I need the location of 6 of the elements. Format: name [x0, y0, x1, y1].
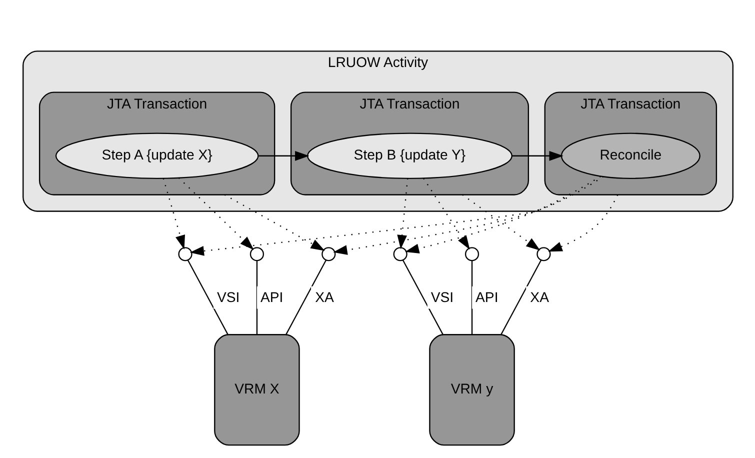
edge-label: XA [530, 288, 548, 304]
edge-label: API [260, 288, 283, 304]
edge-label: VSI [216, 288, 240, 304]
edge-label: VSI [430, 288, 454, 304]
edge-label: XA [314, 288, 334, 304]
edge-label: API [475, 288, 498, 304]
